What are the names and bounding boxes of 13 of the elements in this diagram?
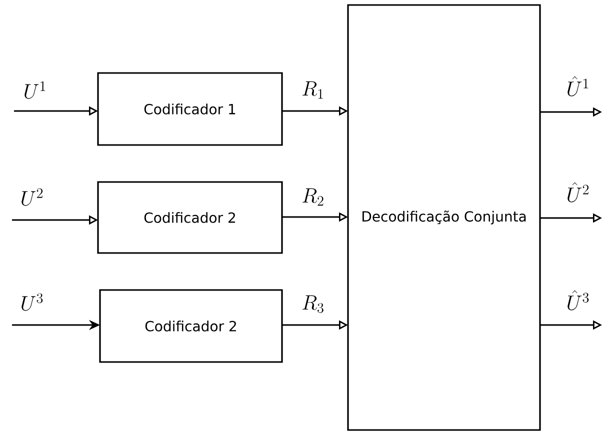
edge-label: $\hat{U}^3$: [568, 290, 589, 310]
encoder-box: Codificador 2: [99, 289, 283, 363]
decoder-box: Decodificação Conjunta: [347, 4, 541, 431]
encoder-box: Codificador 2: [97, 181, 283, 254]
edge-label: $U^2$: [22, 188, 43, 206]
edge-label: $U^1$: [24, 81, 46, 99]
edge-label: $R_1$: [302, 81, 323, 99]
encoder-box: Codificador 1: [97, 72, 283, 146]
edge-label: $\hat{U}^2$: [568, 182, 589, 202]
edge-label: $R_3$: [302, 295, 324, 313]
edge-label: $R_2$: [302, 188, 324, 206]
edge-label: $U^3$: [22, 293, 43, 311]
edge-label: $\hat{U}^1$: [568, 76, 588, 96]
